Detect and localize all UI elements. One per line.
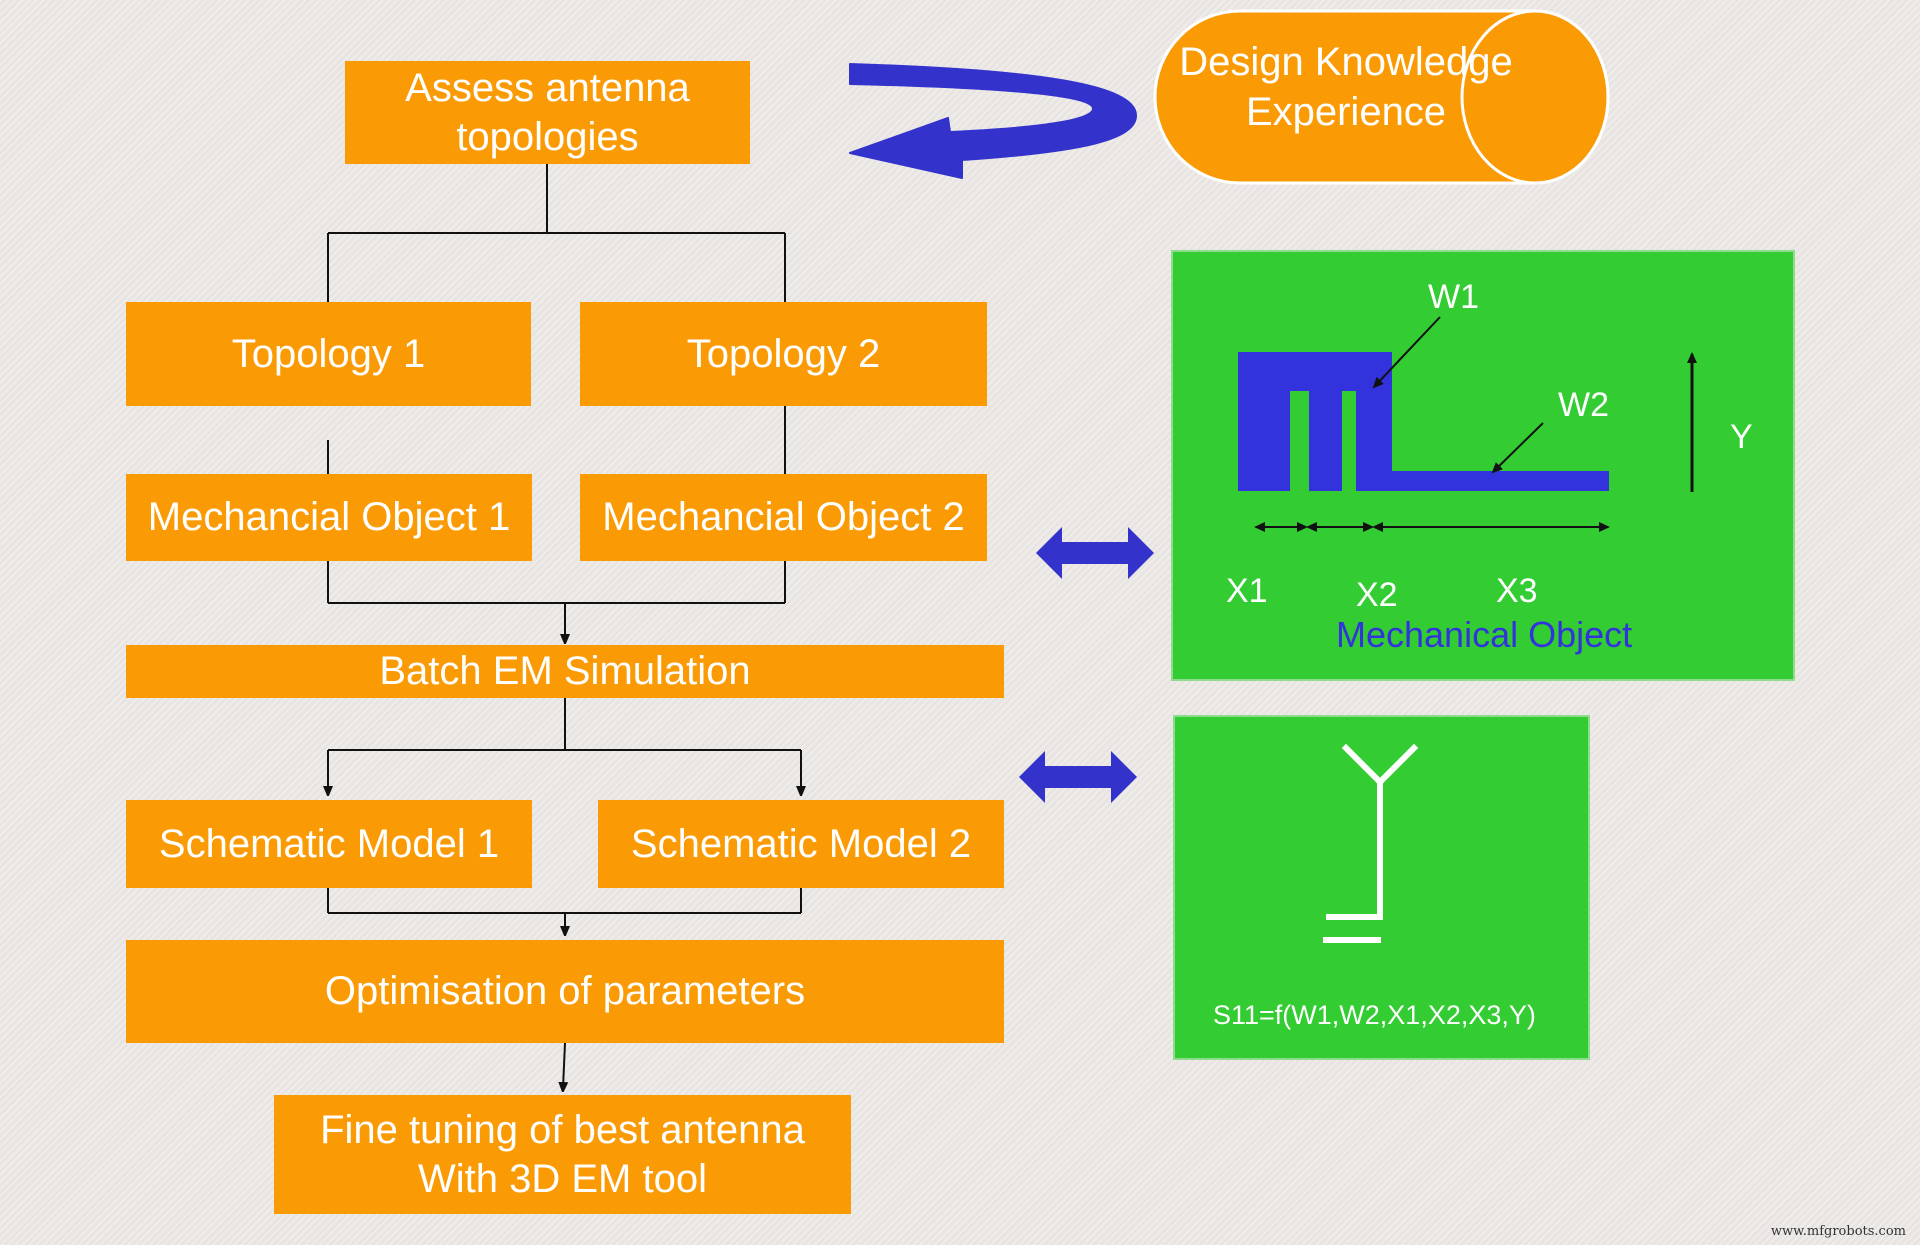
s11-formula: S11=f(W1,W2,X1,X2,X3,Y) — [1213, 1000, 1536, 1030]
y-label: Y — [1730, 418, 1753, 456]
mechanical-object-caption: Mechanical Object — [1336, 614, 1633, 655]
topology-1-box: Topology 1 — [126, 302, 531, 406]
x1-label: X1 — [1226, 572, 1268, 610]
w1-label: W1 — [1428, 278, 1479, 316]
watermark-text: www.mfgrobots.com — [1770, 1224, 1906, 1239]
x2-text: X2 — [1356, 576, 1398, 606]
mech-object-1-label: Mechancial Object 1 — [147, 495, 511, 540]
topology-2-label: Topology 2 — [686, 331, 881, 376]
fine-tuning-line-1: Fine tuning of best antenna — [320, 1107, 805, 1152]
x3-text: X3 — [1496, 572, 1538, 606]
design-knowledge-text: Design Knowledge Experience — [1160, 38, 1532, 137]
schematic-model-2-box: Schematic Model 2 — [598, 800, 1004, 888]
knowledge-line-2: Experience — [1245, 89, 1447, 134]
fine-tuning-box: Fine tuning of best antenna With 3D EM t… — [274, 1095, 851, 1214]
mech-object-2-label: Mechancial Object 2 — [602, 495, 965, 540]
schematic-model-2-label: Schematic Model 2 — [630, 821, 972, 866]
x2-label: X2 — [1356, 576, 1398, 606]
knowledge-line-1: Design Knowledge — [1179, 40, 1513, 84]
batch-em-box: Batch EM Simulation — [126, 645, 1004, 698]
schematic-model-1-label: Schematic Model 1 — [158, 821, 500, 866]
mech-object-1-box: Mechancial Object 1 — [126, 474, 532, 561]
optimisation-box: Optimisation of parameters — [126, 940, 1004, 1043]
x3-label: X3 — [1496, 572, 1538, 606]
fine-tuning-line-2: With 3D EM tool — [418, 1156, 707, 1201]
schematic-model-1-box: Schematic Model 1 — [126, 800, 532, 888]
assess-line-2: topologies — [456, 114, 639, 159]
mech-object-2-box: Mechancial Object 2 — [580, 474, 987, 561]
optimisation-label: Optimisation of parameters — [324, 969, 806, 1014]
assess-topologies-box: Assess antenna topologies — [345, 61, 750, 164]
assess-line-1: Assess antenna — [405, 65, 690, 110]
batch-em-label: Batch EM Simulation — [379, 649, 751, 694]
w2-label: W2 — [1558, 386, 1609, 424]
topology-2-box: Topology 2 — [580, 302, 987, 406]
arrow-to-fine-tuning — [563, 1042, 565, 1088]
topology-1-label: Topology 1 — [231, 331, 426, 376]
